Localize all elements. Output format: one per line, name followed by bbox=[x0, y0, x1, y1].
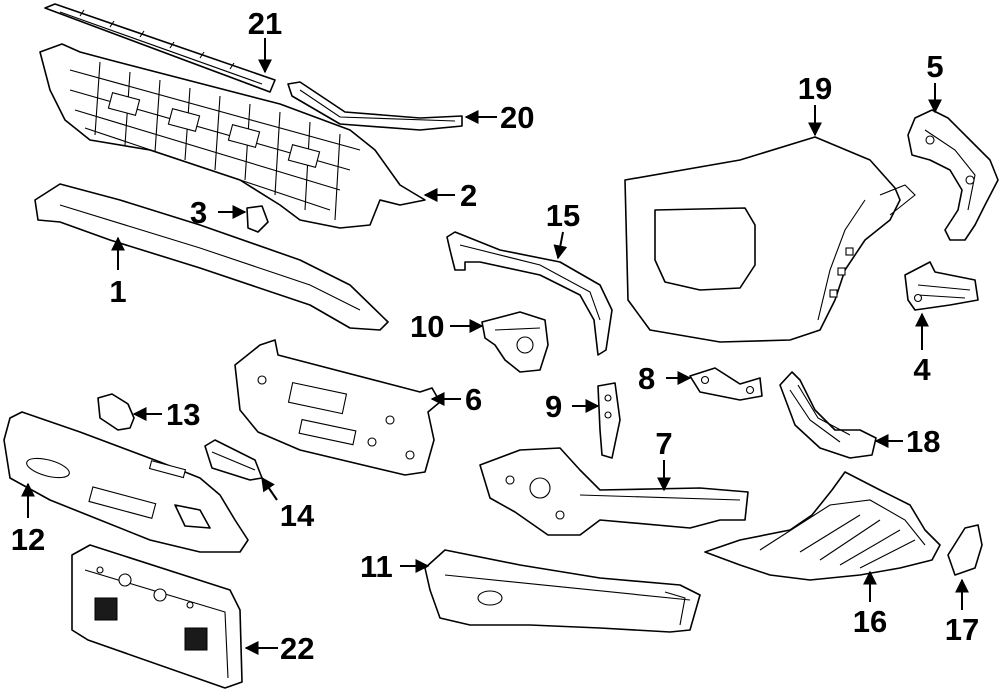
callout-leaders bbox=[21, 38, 969, 655]
part-18-liner-piece bbox=[779, 371, 877, 459]
part-11-lower-reinforcement bbox=[424, 549, 701, 633]
part-13-clip bbox=[97, 393, 135, 431]
callout-11[interactable]: 11 bbox=[360, 549, 393, 584]
part-14-insert bbox=[204, 439, 263, 481]
part-8-bracket bbox=[689, 367, 763, 401]
callout-13[interactable]: 13 bbox=[166, 397, 200, 432]
callout-17[interactable]: 17 bbox=[945, 612, 979, 647]
part-20-grille-trim-strip bbox=[287, 81, 463, 131]
callout-5[interactable]: 5 bbox=[926, 49, 943, 84]
part-22-license-plate-bracket bbox=[71, 544, 243, 689]
part-17-clip bbox=[947, 524, 983, 576]
part-7-support-assembly bbox=[479, 447, 749, 536]
part-6-center-reinforcement bbox=[234, 339, 441, 476]
callout-19[interactable]: 19 bbox=[798, 71, 832, 106]
part-5-side-bracket bbox=[907, 109, 999, 241]
callout-15[interactable]: 15 bbox=[546, 198, 580, 233]
callout-8[interactable]: 8 bbox=[638, 361, 655, 396]
part-15-bracket bbox=[446, 231, 613, 356]
callout-7[interactable]: 7 bbox=[655, 426, 672, 461]
callout-2[interactable]: 2 bbox=[460, 178, 477, 213]
part-10-bracket bbox=[481, 311, 549, 373]
callout-6[interactable]: 6 bbox=[465, 382, 482, 417]
callout-14[interactable]: 14 bbox=[280, 498, 315, 533]
part-19-bumper-cover-end bbox=[624, 136, 916, 343]
part-9-bracket bbox=[597, 382, 621, 459]
callout-21[interactable]: 21 bbox=[248, 6, 282, 41]
callout-16[interactable]: 16 bbox=[853, 604, 887, 639]
callout-12[interactable]: 12 bbox=[11, 522, 45, 557]
callout-22[interactable]: 22 bbox=[280, 631, 314, 666]
callout-4[interactable]: 4 bbox=[913, 352, 931, 387]
callout-1[interactable]: 1 bbox=[109, 274, 126, 309]
callout-3[interactable]: 3 bbox=[190, 195, 207, 230]
callout-labels: 21 2 3 1 20 15 19 5 4 10 6 8 9 7 18 13 1… bbox=[11, 6, 979, 666]
part-2-grille bbox=[39, 43, 426, 229]
callout-10[interactable]: 10 bbox=[410, 309, 444, 344]
callout-18[interactable]: 18 bbox=[906, 424, 940, 459]
part-4-bracket bbox=[904, 261, 979, 311]
callout-20[interactable]: 20 bbox=[500, 100, 534, 135]
part-3-insert bbox=[246, 205, 269, 233]
part-1-fascia-molding bbox=[34, 183, 389, 331]
callout-9[interactable]: 9 bbox=[545, 389, 562, 424]
part-21-grille-upper-strip bbox=[44, 3, 276, 93]
part-16-splash-shield bbox=[704, 471, 941, 581]
